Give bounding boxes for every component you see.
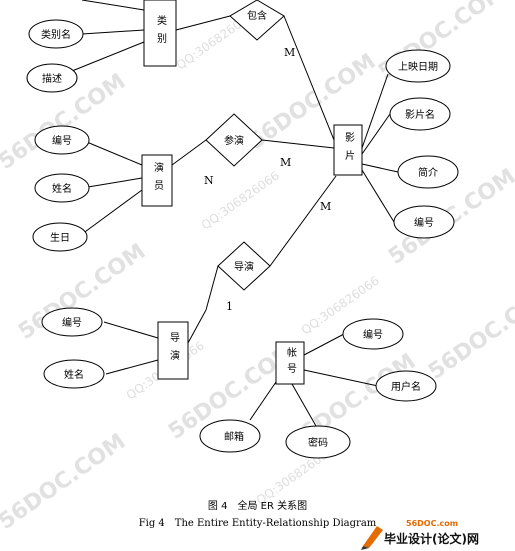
relationship-acts-in-label: 参演	[224, 134, 244, 147]
cardinality-contains-m: M	[284, 46, 295, 59]
attribute-actor-birthday-label: 生日	[50, 231, 70, 244]
attribute-account-email-label: 邮箱	[224, 430, 244, 443]
relationship-contains: 包含	[229, 0, 285, 41]
site-logo	[361, 526, 383, 550]
cardinality-directs-1: 1	[226, 300, 233, 313]
attribute-film-release-date-label: 上映日期	[398, 61, 438, 73]
cardinality-acts-in-m: M	[280, 156, 291, 169]
entity-category-label: 类别	[155, 14, 167, 51]
attribute-director-id: 编号	[41, 307, 103, 337]
attribute-category-desc-label: 描述	[42, 72, 62, 85]
watermark-site-9: 56DOC.COM	[424, 279, 515, 385]
entity-account: 帐号	[275, 341, 305, 385]
attribute-account-username-label: 用户名	[391, 380, 421, 393]
cardinality-directs-m: M	[320, 200, 331, 213]
attribute-film-name: 影片名	[389, 97, 451, 131]
connector-lines	[71, 0, 399, 427]
entity-actor: 演员	[141, 154, 173, 207]
attribute-actor-id-label: 编号	[52, 134, 72, 147]
attribute-actor-name-label: 姓名	[52, 182, 72, 195]
attribute-account-password: 密码	[285, 425, 351, 459]
attribute-category-name-label: 类别名	[41, 28, 71, 41]
cardinality-acts-in-n: N	[204, 174, 214, 187]
attribute-account-id: 编号	[342, 318, 404, 350]
entity-actor-label: 演员	[152, 161, 164, 198]
figure-caption-english: Fig 4 The Entire Entity-Relationship Dia…	[138, 518, 377, 529]
entity-film: 影片	[333, 124, 363, 176]
attribute-category-name: 类别名	[28, 19, 84, 49]
entity-film-label: 影片	[343, 132, 355, 168]
attribute-account-id-label: 编号	[363, 328, 383, 341]
attribute-director-name: 姓名	[43, 359, 105, 389]
attribute-actor-name: 姓名	[34, 173, 90, 203]
entity-category: 类别	[143, 0, 177, 67]
attribute-account-email: 邮箱	[199, 419, 261, 453]
attribute-director-name-label: 姓名	[64, 368, 84, 381]
entity-director-label: 导演	[168, 332, 180, 368]
relationship-acts-in: 参演	[205, 113, 263, 167]
logo-url: 56DOC.com	[406, 519, 459, 528]
attribute-film-intro-label: 简介	[418, 166, 438, 179]
attribute-film-intro: 简介	[397, 155, 459, 189]
attribute-film-name-label: 影片名	[405, 108, 435, 121]
attribute-actor-birthday: 生日	[32, 222, 88, 252]
relationship-directs-label: 导演	[234, 260, 254, 273]
attribute-account-username: 用户名	[375, 370, 437, 402]
cardinality-labels: M N M M 1	[204, 46, 331, 313]
figure-caption-chinese: 图 4 全局 ER 关系图	[207, 501, 308, 512]
relationship-directs: 导演	[217, 241, 271, 291]
attribute-film-release-date: 上映日期	[385, 49, 451, 83]
pen-icon	[363, 526, 383, 548]
entity-account-label: 帐号	[285, 346, 297, 379]
attribute-actor-id: 编号	[34, 125, 90, 155]
attribute-category-desc: 描述	[26, 63, 78, 93]
entity-director: 导演	[157, 321, 189, 380]
attribute-film-id: 编号	[393, 205, 455, 239]
logo-name: 毕业设计(论文)网	[384, 532, 479, 546]
attribute-director-id-label: 编号	[62, 316, 82, 329]
attribute-film-id-label: 编号	[414, 216, 434, 229]
attribute-account-password-label: 密码	[308, 436, 328, 449]
relationship-contains-label: 包含	[247, 9, 267, 22]
